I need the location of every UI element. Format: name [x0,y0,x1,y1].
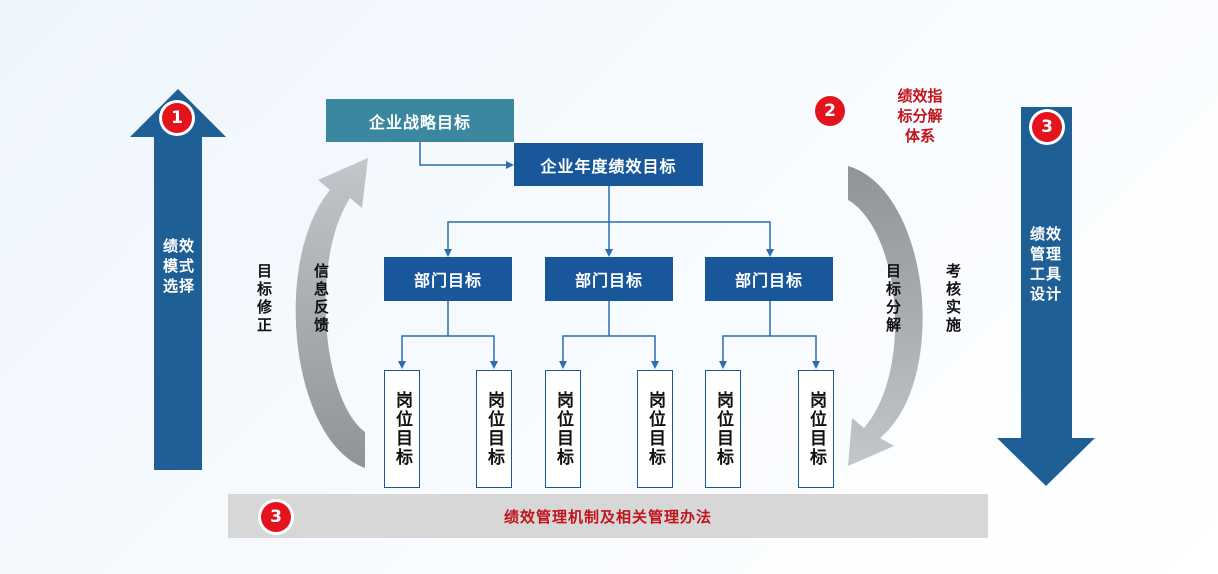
post-label: 岗位目标 [392,391,412,467]
post-label: 岗位目标 [484,391,504,467]
left-arrow-label-line: 模式 [162,257,195,275]
post-box-1: 岗位目标 [384,370,420,488]
right-arrow-label-line: 绩效 [1029,225,1062,243]
department-label: 部门目标 [574,271,643,290]
connector-departments-posts [401,301,817,362]
post-box-2: 岗位目标 [476,370,512,488]
left-up-arrow [130,89,226,470]
annual-goal-box: 企业年度绩效目标 [514,143,703,186]
indicator-system-line: 体系 [904,127,935,145]
right-curved-arrow [848,166,923,466]
right-arrow-label-line: 管理 [1029,245,1062,263]
badge-3-right: 3 [1032,112,1062,142]
indicator-system-text: 绩效指 标分解 体系 [884,86,956,146]
department-label: 部门目标 [413,271,482,290]
badge-1: 1 [162,103,192,133]
department-box-2: 部门目标 [545,257,673,301]
indicator-system-line: 标分解 [897,107,943,125]
department-label: 部门目标 [734,271,803,290]
target-revision-label: 目标修正 [255,263,273,335]
annual-goal-label: 企业年度绩效目标 [540,156,677,176]
strategy-goal-box: 企业战略目标 [326,99,514,142]
post-box-6: 岗位目标 [798,370,834,488]
department-box-3: 部门目标 [705,257,833,301]
right-arrow-label: 绩效管理工具设计 [1026,224,1066,310]
badge-2: 2 [815,96,845,126]
left-arrow-label: 绩效模式选择 [159,236,199,302]
post-box-5: 岗位目标 [705,370,741,488]
right-arrow-label-line: 设计 [1029,285,1062,303]
post-label: 岗位目标 [645,391,665,467]
bottom-bar: 绩效管理机制及相关管理办法 [228,494,988,538]
post-label: 岗位目标 [713,391,733,467]
assessment-impl-label: 考核实施 [944,263,962,335]
department-box-1: 部门目标 [384,257,512,301]
right-arrow-label-line: 工具 [1029,265,1062,283]
strategy-goal-label: 企业战略目标 [368,112,471,132]
badge-3-bottom: 3 [261,502,291,532]
post-label: 岗位目标 [553,391,573,467]
target-decompose-label: 目标分解 [884,263,902,335]
left-arrow-label-line: 绩效 [162,237,195,255]
post-box-3: 岗位目标 [545,370,581,488]
post-box-4: 岗位目标 [637,370,673,488]
post-label: 岗位目标 [806,391,826,467]
indicator-system-line: 绩效指 [897,87,943,105]
right-down-arrow [997,107,1095,486]
bottom-bar-label: 绩效管理机制及相关管理办法 [503,507,712,526]
connector-annual-departments [447,186,771,250]
left-curved-arrow [295,158,368,468]
left-arrow-label-line: 选择 [162,277,195,295]
info-feedback-label: 信息反馈 [312,263,330,335]
connector-strategy-annual [419,142,508,166]
